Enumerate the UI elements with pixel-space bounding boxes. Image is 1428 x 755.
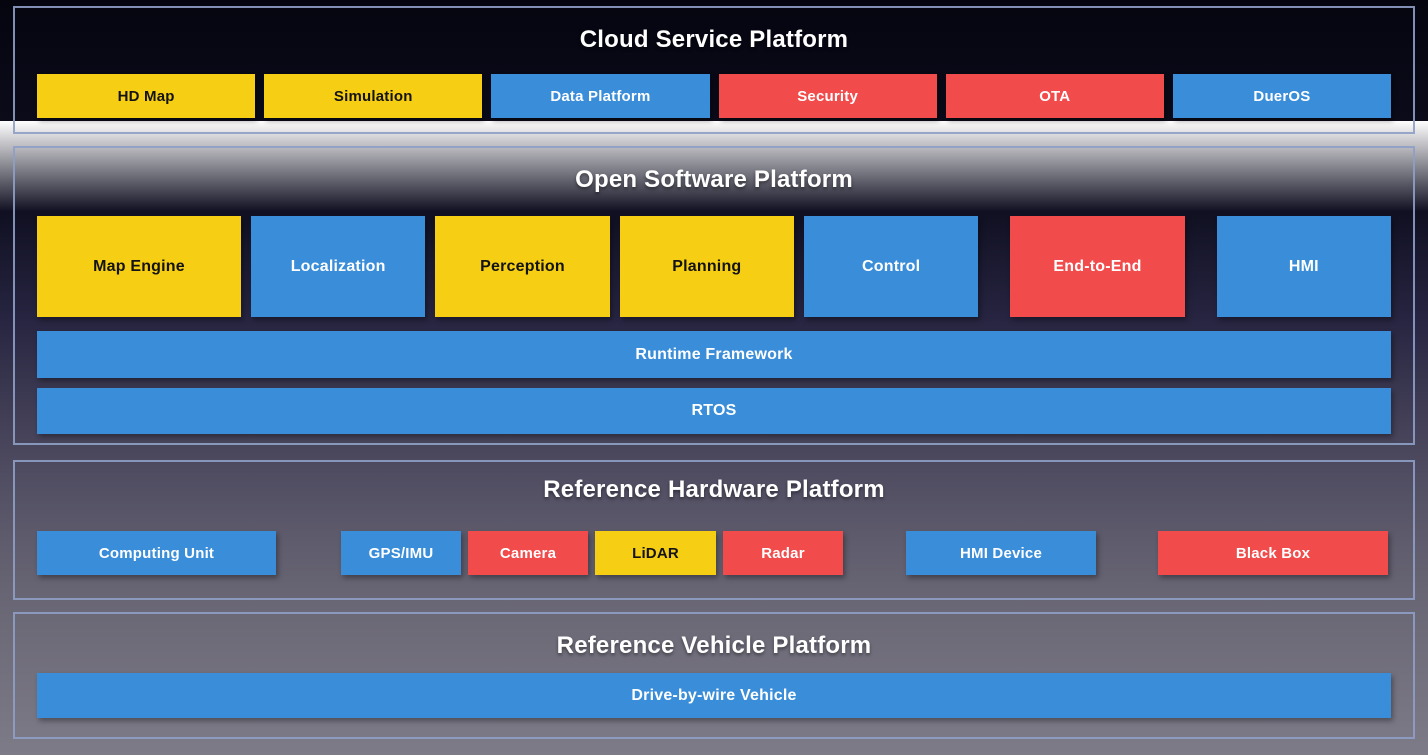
module-computing-unit: Computing Unit	[37, 531, 276, 575]
layer-runtime-framework: Runtime Framework	[37, 331, 1391, 378]
layer-drive-by-wire-vehicle: Drive-by-wire Vehicle	[37, 673, 1391, 718]
module-hmi: HMI	[1216, 216, 1392, 317]
module-ota: OTA	[945, 74, 1164, 118]
section-reference-hardware-platform: Reference Hardware Platform Computing Un…	[13, 460, 1415, 600]
module-gps-imu: GPS/IMU	[341, 531, 461, 575]
module-hmi-device: HMI Device	[906, 531, 1096, 575]
layer-rtos: RTOS	[37, 388, 1391, 434]
section-cloud-service-platform: Cloud Service Platform HD Map Simulation…	[13, 6, 1415, 134]
hardware-platform-title: Reference Hardware Platform	[543, 476, 885, 503]
vehicle-platform-title: Reference Vehicle Platform	[556, 632, 872, 659]
module-map-engine: Map Engine	[37, 216, 241, 317]
module-security: Security	[718, 74, 937, 118]
cloud-services-row: HD Map Simulation Data Platform Security…	[37, 74, 1392, 118]
module-radar: Radar	[723, 531, 843, 575]
module-perception: Perception	[435, 216, 610, 317]
module-localization: Localization	[250, 216, 426, 317]
software-modules-row: Map Engine Localization Perception Plann…	[37, 216, 1392, 317]
module-hd-map: HD Map	[37, 74, 256, 118]
module-planning: Planning	[619, 216, 794, 317]
section-open-software-platform: Open Software Platform Map Engine Locali…	[13, 146, 1415, 445]
module-end-to-end: End-to-End	[1010, 216, 1185, 317]
module-simulation: Simulation	[264, 74, 483, 118]
module-data-platform: Data Platform	[491, 74, 710, 118]
module-camera: Camera	[468, 531, 588, 575]
module-lidar: LiDAR	[595, 531, 716, 575]
module-dueros: DuerOS	[1172, 74, 1392, 118]
hardware-row: Computing Unit GPS/IMU Camera LiDAR Rada…	[37, 531, 1391, 575]
cloud-platform-title: Cloud Service Platform	[579, 26, 849, 53]
module-control: Control	[804, 216, 979, 317]
section-reference-vehicle-platform: Reference Vehicle Platform Drive-by-wire…	[13, 612, 1415, 739]
module-black-box: Black Box	[1158, 531, 1388, 575]
software-platform-title: Open Software Platform	[575, 166, 853, 193]
